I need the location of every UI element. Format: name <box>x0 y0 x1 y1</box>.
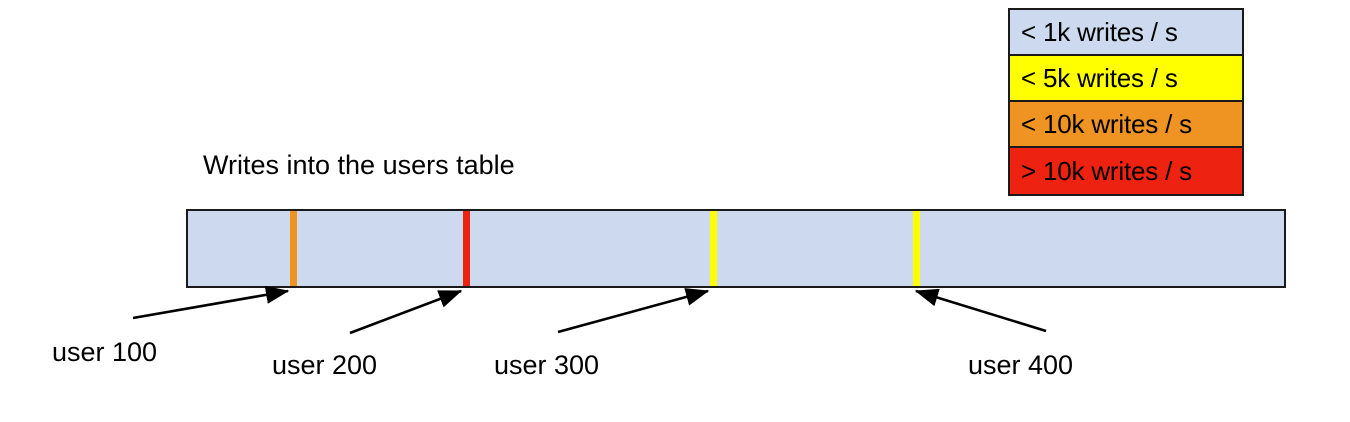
user-400-marker <box>913 211 920 286</box>
legend-item-label: < 1k writes / s <box>1021 17 1178 47</box>
user-100-marker <box>290 211 297 286</box>
user-300-marker <box>710 211 717 286</box>
callout-arrow-user-300 <box>557 288 710 334</box>
legend-item-label: < 10k writes / s <box>1021 109 1192 139</box>
chart-title: Writes into the users table <box>203 150 515 180</box>
legend-item-lt-5k: < 5k writes / s <box>1010 56 1242 102</box>
write-rate-legend: < 1k writes / s < 5k writes / s < 10k wr… <box>1008 8 1244 196</box>
callout-arrow-user-100 <box>132 285 290 320</box>
callout-arrow-user-400 <box>914 288 1047 333</box>
legend-item-label: > 10k writes / s <box>1021 156 1192 186</box>
legend-item-gt-10k: > 10k writes / s <box>1010 148 1242 194</box>
callout-label-user-100: user 100 <box>52 337 158 367</box>
callout-label-user-200: user 200 <box>272 350 378 380</box>
callout-label-user-300: user 300 <box>494 350 600 380</box>
users-table-bar <box>186 209 1286 288</box>
callout-label-user-400: user 400 <box>968 350 1074 380</box>
callout-arrow-user-200 <box>349 289 463 335</box>
callout-arrows <box>132 285 1047 335</box>
user-200-marker <box>463 211 470 286</box>
legend-item-label: < 5k writes / s <box>1021 63 1178 93</box>
legend-item-lt-1k: < 1k writes / s <box>1010 10 1242 56</box>
legend-item-lt-10k: < 10k writes / s <box>1010 102 1242 148</box>
